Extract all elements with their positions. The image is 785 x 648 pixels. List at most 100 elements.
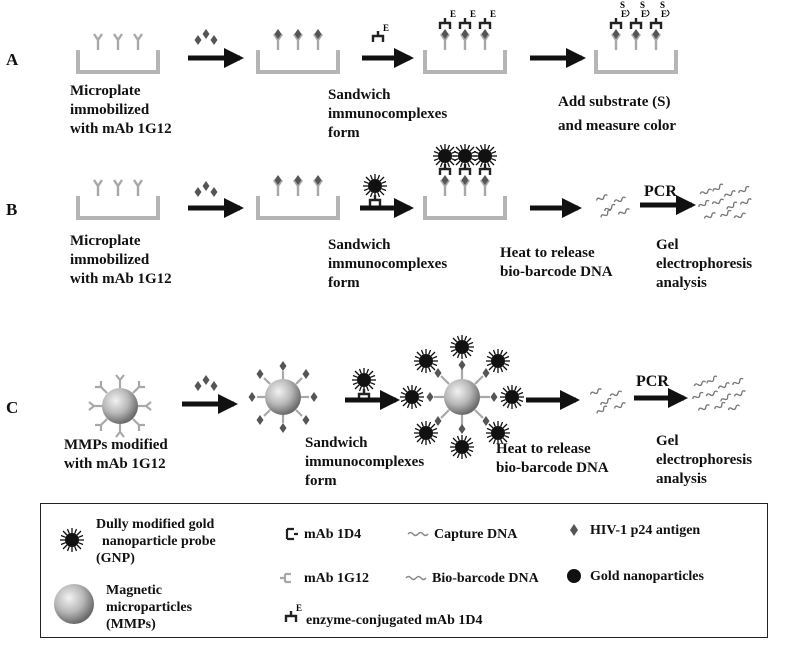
row-c-label-sandwich: Sandwich immunocomplexes form [305,434,424,491]
legend-mmp-icon [54,584,94,624]
row-a-enzyme-mark-6: E [661,9,667,19]
row-b-amplified-dna [697,182,753,221]
legend-gold-label: Gold nanoparticles [590,569,704,584]
row-c-amplified-dna [691,374,747,413]
row-b-label-sandwich: Sandwich immunocomplexes form [328,236,447,293]
row-c-mmp-antigen [248,361,318,433]
row-a-label-2-line-3: form [328,125,360,141]
row-a-enzyme-mark-5: E [641,9,647,19]
row-b-label-heat: Heat to release bio-barcode DNA [500,244,613,282]
legend-gold-icon [567,569,581,583]
row-b-label-microplate: Microplate immobilized with mAb 1G12 [70,232,172,289]
row-b-released-dna [595,193,631,220]
row-b-label-1-line-3: with mAb 1G12 [70,271,172,287]
legend-enzyme-icon: E [284,603,302,624]
row-a-label-3-line-1: Add substrate (S) [558,94,671,110]
row-a-label-3-line-2: and measure color [558,118,677,134]
row-b-label-2-line-2: immunocomplexes [328,256,448,272]
row-a-enzyme-mark-4: E [621,9,627,19]
row-a-enzyme-antibody: E [371,23,389,44]
row-a-label-1-line-2: immobilized [70,102,150,118]
legend-capture-dna-label: Capture DNA [434,527,518,542]
legend-antigen-icon [570,524,578,536]
row-b-plate-sandwich [423,143,507,220]
row-b-pcr-label: PCR [644,183,677,200]
row-c-label-3-line-1: Heat to release [496,441,591,457]
row-a-substrate-mark-1: S [620,0,625,10]
row-a-label-2-line-2: immunocomplexes [328,106,448,122]
row-a-letter: A [6,50,19,69]
row-b-gnp-probe [362,173,388,208]
legend-mmp-line-2: microparticles [106,600,193,615]
row-c [88,334,747,460]
row-b-label-2-line-3: form [328,275,360,291]
row-b-label-4-line-3: analysis [656,275,707,291]
row-c-label-2-line-1: Sandwich [305,435,368,451]
legend-mab1d4-icon [285,527,298,541]
row-b [76,143,753,221]
row-c-gnp-probe [351,367,377,402]
row-b-label-1-line-1: Microplate [70,233,141,249]
row-a-plate-sandwich: E E E [423,9,507,74]
row-a-label-1-line-1: Microplate [70,83,141,99]
row-b-letter: B [6,200,18,219]
row-b-label-1-line-2: immobilized [70,252,150,268]
legend-mmp-label: Magnetic microparticles (MMPs) [106,582,192,633]
legend-mab1d4-label: mAb 1D4 [304,527,362,542]
row-a-antigen-cluster [194,29,218,45]
row-a-enzyme-mark-1: E [450,9,456,19]
row-c-label-1-line-1: MMPs modified [64,437,168,453]
legend-gnp-label: Dully modified gold nanoparticle probe (… [96,516,216,567]
legend-enzyme-label: enzyme-conjugated mAb 1D4 [306,613,483,628]
row-c-label-heat: Heat to release bio-barcode DNA [496,440,609,478]
row-b-plate-antigen [256,175,340,220]
row-a-plate-substrate: E E E S S S [594,0,678,74]
row-a-substrate-mark-2: S [640,0,645,10]
row-a-plate-empty [76,32,160,74]
legend-mab1g12-label: mAb 1G12 [304,571,369,586]
row-a-label-microplate: Microplate immobilized with mAb 1G12 [70,82,172,139]
legend-antigen-label: HIV-1 p24 antigen [590,523,701,538]
legend-gnp-line-2: nanoparticle probe [102,534,216,549]
legend-mmp-line-3: (MMPs) [106,617,156,632]
row-a-enzyme-mark-2: E [470,9,476,19]
row-a-plate-antigen [256,29,340,74]
row-c-label-2-line-2: immunocomplexes [305,454,425,470]
legend-mab1g12-icon [280,572,291,584]
row-b-label-3-line-2: bio-barcode DNA [500,264,613,280]
legend [40,503,768,638]
row-c-label-mmps: MMPs modified with mAb 1G12 [64,436,168,474]
legend-barcode-dna-label: Bio-barcode DNA [432,571,539,586]
row-a-enzyme-label: E [383,23,389,33]
legend-capture-dna-icon [407,531,429,537]
row-c-pcr-label: PCR [636,373,669,390]
legend-mmp-line-1: Magnetic [106,583,162,598]
row-c-antigen-cluster [194,375,218,391]
row-c-label-3-line-2: bio-barcode DNA [496,460,609,476]
row-c-released-dna [589,387,627,416]
row-c-label-4-line-3: analysis [656,471,707,487]
row-a-label-1-line-3: with mAb 1G12 [70,121,172,137]
row-c-label-2-line-3: form [305,473,337,489]
row-b-label-3-line-1: Heat to release [500,245,595,261]
row-c-label-gel: Gel electrophoresis analysis [656,432,752,489]
row-b-antigen-cluster [194,181,218,197]
row-a-substrate-mark-3: S [660,0,665,10]
row-b-plate-empty [76,178,160,220]
row-c-letter: C [6,398,19,417]
row-c-mmp-sandwich [399,334,525,460]
legend-enzyme-symbol: E [296,603,302,613]
row-b-label-2-line-1: Sandwich [328,237,391,253]
legend-icons: E [54,524,581,624]
legend-gnp-line-1: Dully modified gold [96,517,215,532]
legend-barcode-dna-icon [405,575,427,581]
row-a-label-substrate: Add substrate (S) and measure color [558,90,676,138]
row-b-label-4-line-2: electrophoresis [656,256,753,272]
row-b-label-4-line-1: Gel [656,237,679,253]
row-a-enzyme-mark-3: E [490,9,496,19]
row-c-label-4-line-2: electrophoresis [656,452,753,468]
row-c-label-1-line-2: with mAb 1G12 [64,456,166,472]
row-c-mmp-modified [88,374,152,438]
row-b-label-gel: Gel electrophoresis analysis [656,236,752,293]
